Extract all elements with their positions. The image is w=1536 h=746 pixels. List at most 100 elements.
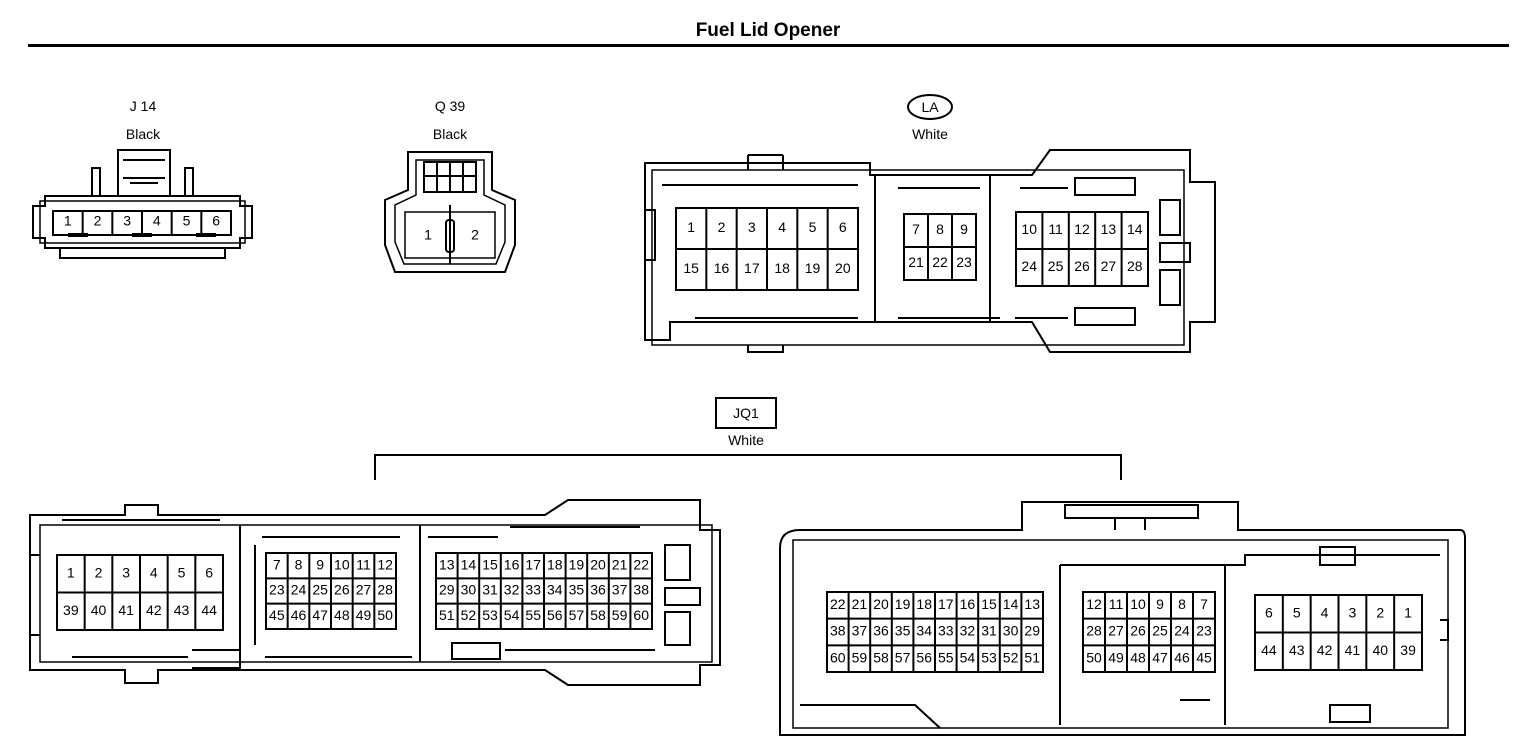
la-pin-28: 28 [1127, 258, 1143, 274]
q39-pin-1: 1 [424, 227, 432, 243]
la-pin-18: 18 [774, 260, 790, 276]
jq1-right-pin-18: 18 [916, 596, 932, 612]
jq1-right-pin-21: 21 [852, 596, 868, 612]
la-pin-1: 1 [687, 219, 695, 235]
jq1-left-pin-23: 23 [269, 582, 285, 598]
jq1-left-pin-58: 58 [590, 607, 606, 623]
jq1-left-pin-22: 22 [633, 556, 649, 572]
jq1-right-pin-8: 8 [1178, 596, 1186, 612]
jq1-right-pin-57: 57 [895, 649, 911, 665]
jq1-right-pin-29: 29 [1024, 623, 1040, 639]
la-pin-4: 4 [778, 219, 786, 235]
jq1-right-pin-41: 41 [1345, 642, 1361, 658]
jq1-left-pin-43: 43 [174, 602, 190, 618]
jq1-left-pin-47: 47 [312, 607, 328, 623]
jq1-right-pin-37: 37 [852, 623, 868, 639]
jq1-left-pin-29: 29 [439, 582, 455, 598]
jq1-right-pin-23: 23 [1196, 623, 1212, 639]
jq1-left-pin-16: 16 [504, 556, 520, 572]
page-title: Fuel Lid Opener [695, 20, 841, 41]
jq1-right-pin-47: 47 [1152, 649, 1168, 665]
jq1-left-pin-40: 40 [91, 602, 107, 618]
jq1-right-pin-58: 58 [873, 649, 889, 665]
jq1-left-pin-49: 49 [356, 607, 372, 623]
jq1-left-pin-27: 27 [356, 582, 372, 598]
jq1-id-label: JQ1 [733, 405, 759, 421]
jq1-left-pin-6: 6 [205, 564, 213, 580]
jq1-left-pin-31: 31 [482, 582, 498, 598]
j14-pin-5: 5 [183, 213, 191, 229]
jq1-left-pin-25: 25 [312, 582, 328, 598]
jq1-left-pin-21: 21 [612, 556, 628, 572]
jq1-right-pin-42: 42 [1317, 642, 1333, 658]
jq1-right-pin-19: 19 [895, 596, 911, 612]
la-pin-22: 22 [932, 254, 948, 270]
jq1-left-pin-39: 39 [63, 602, 79, 618]
jq1-left-pin-60: 60 [633, 607, 649, 623]
jq1-right-pin-17: 17 [938, 596, 954, 612]
jq1-right-pin-50: 50 [1086, 649, 1102, 665]
jq1-right-pin-16: 16 [960, 596, 976, 612]
la-pin-24: 24 [1021, 258, 1037, 274]
la-pin-9: 9 [960, 221, 968, 237]
jq1-left-pin-14: 14 [461, 556, 477, 572]
j14-id-label: J 14 [129, 98, 157, 114]
jq1-left-pin-5: 5 [178, 564, 186, 580]
jq1-left-pin-28: 28 [377, 582, 393, 598]
jq1-right-pin-22: 22 [830, 596, 846, 612]
jq1-right-pin-36: 36 [873, 623, 889, 639]
la-pin-21: 21 [908, 254, 924, 270]
jq1-left-pin-24: 24 [291, 582, 307, 598]
jq1-left-pin-55: 55 [525, 607, 541, 623]
jq1-right-pin-2: 2 [1376, 604, 1384, 620]
jq1-right-pin-1: 1 [1404, 604, 1412, 620]
jq1-left-pin-7: 7 [273, 556, 281, 572]
q39-pin-2: 2 [471, 227, 479, 243]
jq1-left-pin-36: 36 [590, 582, 606, 598]
title-rule [28, 44, 1509, 47]
jq1-right-pin-25: 25 [1152, 623, 1168, 639]
jq1-right-pin-54: 54 [960, 649, 976, 665]
jq1-left-pin-38: 38 [633, 582, 649, 598]
jq1-left-pin-9: 9 [316, 556, 324, 572]
la-pin-13: 13 [1101, 221, 1117, 237]
jq1-right-pin-20: 20 [873, 596, 889, 612]
jq1-right-pin-44: 44 [1261, 642, 1277, 658]
jq1-right-pin-15: 15 [981, 596, 997, 612]
jq1-left-pin-11: 11 [356, 556, 371, 572]
jq1-left-pin-56: 56 [547, 607, 563, 623]
jq1-left-pin-52: 52 [461, 607, 477, 623]
jq1-right-pin-14: 14 [1003, 596, 1019, 612]
jq1-left-pin-33: 33 [525, 582, 541, 598]
jq1-left-pin-35: 35 [569, 582, 585, 598]
jq1-right-pin-52: 52 [1003, 649, 1019, 665]
j14-pin-6: 6 [212, 213, 220, 229]
jq1-left-pin-48: 48 [334, 607, 350, 623]
jq1-right-pin-39: 39 [1400, 642, 1416, 658]
j14-pin-3: 3 [123, 213, 131, 229]
la-pin-6: 6 [839, 219, 847, 235]
j14-pin-2: 2 [94, 213, 102, 229]
jq1-right-pin-31: 31 [981, 623, 997, 639]
jq1-left-pin-20: 20 [590, 556, 606, 572]
jq1-right-pin-30: 30 [1003, 623, 1019, 639]
la-id-badge [907, 94, 953, 120]
la-id-label: LA [921, 99, 939, 115]
jq1-left-pin-2: 2 [95, 564, 103, 580]
jq1-right-pin-5: 5 [1293, 604, 1301, 620]
jq1-right-pin-9: 9 [1156, 596, 1164, 612]
jq1-left-pin-41: 41 [118, 602, 134, 618]
la-pin-12: 12 [1074, 221, 1090, 237]
jq1-right-pin-55: 55 [938, 649, 954, 665]
jq1-left-pin-12: 12 [377, 556, 393, 572]
la-pin-10: 10 [1021, 221, 1037, 237]
jq1-left-pin-46: 46 [291, 607, 307, 623]
jq1-right-pin-56: 56 [916, 649, 932, 665]
jq1-right-pin-27: 27 [1108, 623, 1124, 639]
jq1-right-pin-51: 51 [1024, 649, 1040, 665]
jq1-right-pin-38: 38 [830, 623, 846, 639]
la-pin-5: 5 [809, 219, 817, 235]
